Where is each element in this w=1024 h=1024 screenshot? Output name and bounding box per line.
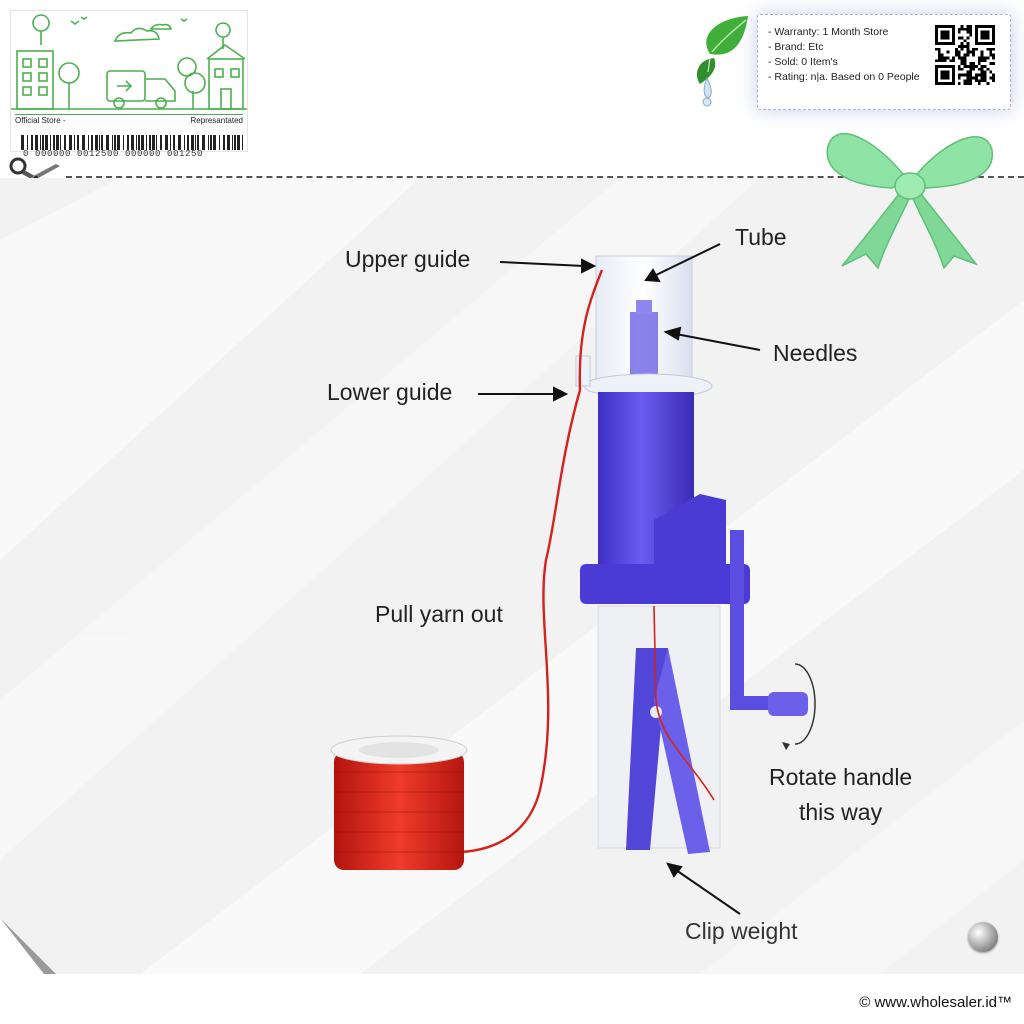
copyright-text: © www.wholesaler.id™ (859, 994, 1012, 1011)
footer-band (0, 974, 1024, 1024)
product-photo: Upper guide Tube Needles Lower guide Pul… (0, 178, 1024, 974)
callout-rotate-handle: Rotate handle (769, 764, 913, 790)
callout-needles: Needles (773, 340, 858, 366)
barcode-number: 0 000000 0012500 000000 001250 (23, 149, 204, 159)
store-label-right: Represantated (190, 116, 243, 125)
sold-info: - Sold: 0 Item's (768, 56, 838, 68)
callout-lower-guide: Lower guide (327, 379, 453, 405)
callout-clip-weight: Clip weight (685, 918, 798, 944)
leaf-droplet-icon (696, 16, 748, 107)
product-info-card: - Warranty: 1 Month Store - Brand: Etc -… (757, 14, 1011, 110)
store-label-left: Official Store - (15, 116, 66, 125)
rating-info: - Rating: n|a. Based on 0 People (768, 71, 920, 83)
divider (15, 114, 243, 115)
warranty-info: - Warranty: 1 Month Store (768, 26, 889, 38)
product-info-list: - Warranty: 1 Month Store - Brand: Etc -… (768, 25, 920, 85)
brand-info: - Brand: Etc (768, 41, 824, 53)
callout-tube: Tube (735, 224, 787, 250)
bow-icon (826, 133, 993, 270)
knitting-machine-illustration (0, 178, 1024, 974)
page-curl-icon (0, 918, 56, 974)
callout-pull-yarn: Pull yarn out (375, 601, 503, 627)
callout-rotate-handle-2: this way (799, 799, 883, 825)
cut-line-divider (66, 176, 1024, 178)
city-delivery-illustration-icon (11, 14, 247, 110)
callout-upper-guide: Upper guide (345, 246, 471, 272)
screw-icon (968, 922, 998, 952)
official-store-badge: Official Store - Represantated 0 000000 … (10, 10, 248, 159)
qr-code-icon (935, 25, 995, 85)
barcode-icon (21, 135, 243, 150)
